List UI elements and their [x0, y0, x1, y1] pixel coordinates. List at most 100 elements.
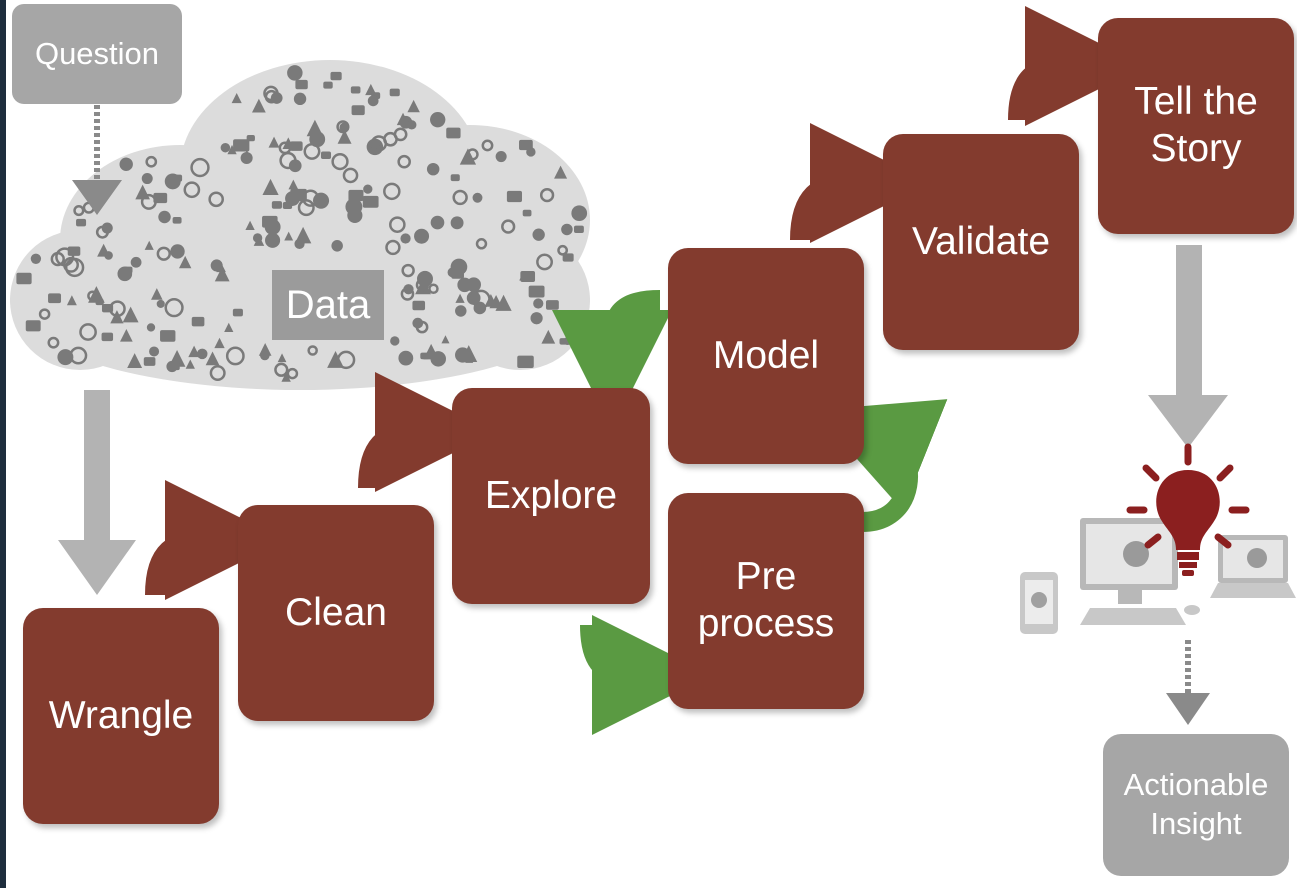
- cloud-media-icon: [251, 98, 266, 113]
- model-step: Model: [668, 248, 864, 464]
- cloud-media-icon: [330, 71, 342, 81]
- cloud-media-icon: [417, 270, 433, 287]
- cloud-media-icon: [446, 127, 461, 139]
- cloud-media-icon: [430, 111, 446, 128]
- preprocess-step: Pre process: [668, 493, 864, 709]
- cloud-media-icon: [156, 299, 165, 308]
- cloud-media-icon: [104, 251, 113, 260]
- cloud-media-icon: [400, 287, 415, 301]
- cloud-media-icon: [383, 182, 401, 201]
- cloud-media-icon: [365, 83, 377, 96]
- cloud-media-icon: [455, 347, 471, 363]
- cloud-media-icon: [259, 350, 270, 361]
- cloud-media-icon: [95, 298, 104, 306]
- cloud-media-icon: [290, 141, 303, 151]
- cloud-media-icon: [536, 253, 553, 271]
- cloud-media-icon: [196, 348, 208, 360]
- cloud-media-icon: [362, 195, 379, 208]
- cloud-media-icon: [337, 129, 352, 144]
- cloud-media-icon: [231, 92, 242, 104]
- cloud-media-icon: [170, 244, 185, 259]
- cloud-media-icon: [398, 350, 414, 366]
- cloud-media-icon: [170, 362, 180, 371]
- cloud-media-icon: [63, 256, 79, 273]
- cloud-media-icon: [451, 269, 464, 279]
- cloud-media-icon: [191, 316, 205, 327]
- cloud-media-icon: [57, 349, 74, 366]
- cloud-media-icon: [119, 157, 133, 171]
- cloud-media-icon: [406, 120, 417, 130]
- left-frame-edge: [0, 0, 6, 888]
- cloud-media-icon: [501, 219, 516, 234]
- cloud-media-icon: [50, 251, 65, 267]
- cloud-media-icon: [109, 300, 126, 318]
- cloud-media-icon: [149, 346, 160, 357]
- cloud-media-icon: [466, 291, 481, 305]
- cloud-media-icon: [428, 283, 439, 295]
- cloud-media-icon: [214, 266, 230, 282]
- cloud-media-icon: [383, 131, 398, 147]
- cloud-media-icon: [495, 151, 507, 163]
- cloud-media-icon: [472, 192, 483, 203]
- cloud-media-icon: [76, 218, 87, 227]
- cloud-media-icon: [120, 328, 133, 342]
- story-to-insight-arrow: [1148, 245, 1228, 448]
- cloud-media-icon: [277, 353, 287, 363]
- cloud-media-icon: [363, 184, 373, 194]
- cloud-media-icon: [557, 244, 569, 256]
- cloud-media-icon: [407, 99, 420, 113]
- cloud-media-icon: [158, 210, 171, 224]
- cloud-media-icon: [279, 151, 297, 170]
- cloud-media-icon: [420, 352, 430, 360]
- cloud-media-icon: [347, 207, 363, 223]
- cloud-media-icon: [143, 357, 156, 366]
- cloud-media-icon: [293, 92, 307, 106]
- cloud-media-icon: [295, 79, 308, 90]
- cloud-media-icon: [530, 312, 543, 325]
- cloud-media-icon: [571, 205, 588, 222]
- cloud-media-icon: [528, 285, 545, 298]
- cloud-media-icon: [145, 155, 158, 168]
- cloud-media-icon: [327, 351, 344, 368]
- cloud-media-icon: [216, 262, 226, 273]
- cloud-media-icon: [351, 105, 365, 116]
- cloud-media-icon: [545, 300, 559, 310]
- cloud-media-icon: [519, 272, 528, 281]
- cloud-media-icon: [426, 162, 440, 176]
- cloud-media-icon: [307, 345, 318, 356]
- cloud-media-icon: [306, 119, 324, 137]
- cloud-media-icon: [265, 232, 281, 248]
- validate-to-story-arrow: [1008, 6, 1145, 127]
- cloud-media-icon: [389, 216, 406, 233]
- cloud-media-icon: [562, 253, 574, 262]
- cloud-media-icon: [561, 223, 573, 236]
- cloud-media-icon: [519, 139, 533, 151]
- cloud-media-icon: [144, 240, 154, 250]
- cloud-media-icon: [47, 336, 60, 349]
- cloud-media-icon: [455, 293, 465, 303]
- model-to-explore-loop-arrow: [552, 290, 673, 430]
- preprocess-to-model-loop-arrow: [813, 399, 948, 532]
- clean-to-explore-arrow: [358, 372, 495, 493]
- cloud-media-icon: [101, 332, 114, 342]
- cloud-media-icon: [67, 246, 81, 256]
- cloud-media-icon: [450, 216, 464, 230]
- tell-the-story-step: Tell the Story: [1098, 18, 1294, 234]
- cloud-media-icon: [397, 154, 411, 169]
- actionable-insight-box: Actionable Insight: [1103, 734, 1289, 876]
- cloud-media-icon: [539, 187, 555, 203]
- cloud-media-icon: [452, 189, 468, 206]
- cloud-media-icon: [79, 323, 97, 341]
- cloud-media-icon: [466, 148, 479, 161]
- cloud-media-icon: [224, 322, 234, 332]
- cloud-media-icon: [489, 294, 503, 309]
- cloud-media-icon: [475, 238, 488, 250]
- cloud-media-icon: [172, 174, 183, 182]
- cloud-media-icon: [506, 190, 523, 203]
- cloud-media-icon: [290, 188, 307, 202]
- cloud-media-icon: [414, 228, 430, 244]
- cloud-media-icon: [320, 151, 332, 160]
- cloud-media-icon: [430, 215, 445, 230]
